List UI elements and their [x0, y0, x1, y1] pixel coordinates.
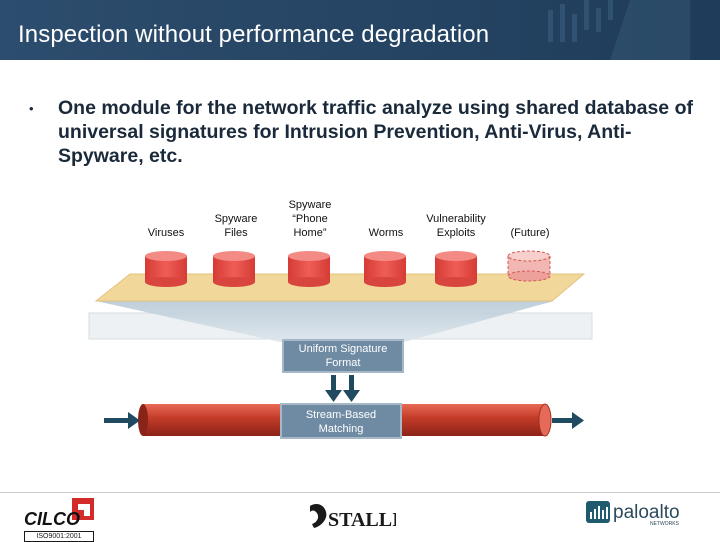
svg-text:STALLION: STALLION — [328, 509, 396, 531]
matching-box-label: Stream-Based Matching — [281, 408, 401, 436]
output-arrow — [552, 412, 584, 429]
format-box — [282, 339, 404, 373]
svg-text:CILCO: CILCO — [24, 509, 80, 529]
bullet-text: One module for the network traffic analy… — [58, 97, 693, 167]
database-future — [507, 250, 551, 282]
db-label-spyware-files: Spyware Files — [206, 212, 266, 240]
matching-box — [280, 403, 402, 439]
database-viruses — [145, 251, 187, 287]
svg-text:NETWORKS: NETWORKS — [650, 521, 680, 527]
label-line: Format — [325, 357, 361, 369]
database-spyware-files — [213, 251, 255, 287]
db-label-viruses: Viruses — [136, 226, 196, 240]
iso-caption: ISO9001:2001 — [24, 531, 94, 542]
footer-divider — [0, 492, 720, 493]
label-line: Home” — [293, 227, 327, 239]
bullet-marker: • — [29, 101, 34, 116]
page-title: Inspection without performance degradati… — [18, 21, 490, 48]
label-line: Stream-Based — [305, 409, 377, 421]
database-phone-home — [288, 251, 330, 287]
db-label-phone-home: Spyware “Phone Home” — [280, 198, 340, 240]
down-arrow-left — [325, 375, 342, 402]
db-label-exploits: Vulnerability Exploits — [416, 212, 496, 240]
funnel — [96, 301, 554, 342]
label-line: Matching — [318, 423, 364, 435]
header-decoration — [548, 0, 690, 60]
database-worms — [364, 251, 406, 287]
label-line: Viruses — [147, 227, 185, 239]
paloalto-logo: paloalto NETWORKS — [586, 501, 680, 527]
label-line: Exploits — [436, 227, 476, 239]
title-bar: Inspection without performance degradati… — [0, 0, 720, 60]
label-line: Worms — [368, 227, 404, 239]
db-label-worms: Worms — [356, 226, 416, 240]
down-arrow-right — [343, 375, 360, 402]
db-label-future: (Future) — [502, 226, 558, 240]
label-line: Files — [224, 227, 248, 239]
stallion-logo: STALLION — [310, 504, 396, 531]
label-line: Spyware — [288, 199, 332, 211]
label-line: Vulnerability — [426, 213, 486, 225]
input-arrow — [104, 412, 140, 429]
label-line: Uniform Signature — [298, 343, 388, 355]
label-line: “Phone — [292, 213, 328, 225]
format-box-label: Uniform Signature Format — [283, 342, 403, 370]
cilco-logo: CILCO — [24, 498, 94, 529]
label-line: (Future) — [510, 227, 550, 239]
svg-text:paloalto: paloalto — [613, 502, 680, 523]
label-line: Spyware — [214, 213, 258, 225]
database-exploits — [435, 251, 477, 287]
